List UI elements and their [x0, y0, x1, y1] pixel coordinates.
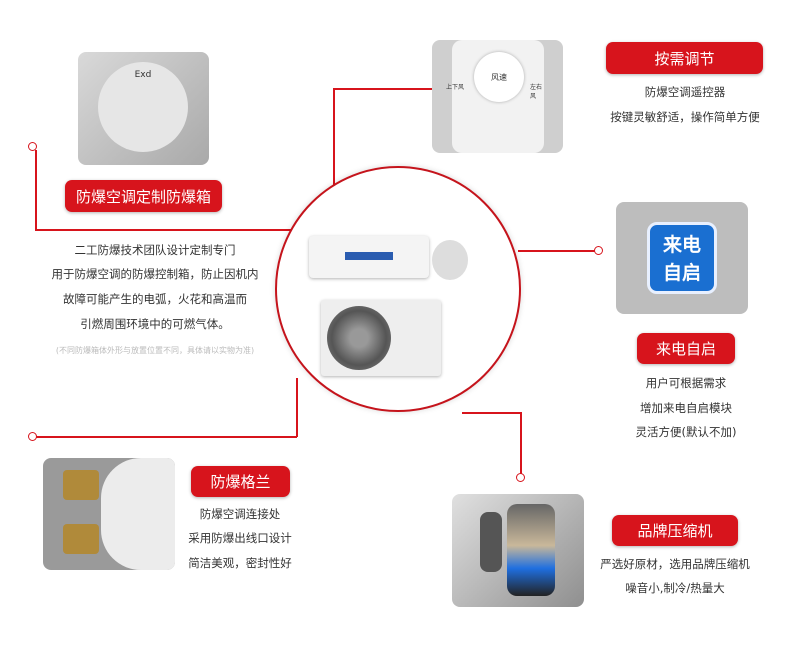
- connector-line: [518, 250, 596, 252]
- box-label: 防爆空调定制防爆箱: [65, 180, 222, 212]
- remote-left-key: 上下风: [446, 84, 465, 91]
- connector-line: [35, 436, 297, 438]
- gland-label: 防爆格兰: [191, 466, 290, 497]
- gland-image: [43, 458, 175, 570]
- box-desc-2: 用于防爆空调的防爆控制箱，防止因机内: [51, 267, 259, 281]
- connector-line: [333, 88, 433, 90]
- box-desc-3: 故障可能产生的电弧，火花和高温而: [63, 292, 247, 306]
- gland-desc-3: 简洁美观，密封性好: [188, 556, 292, 570]
- connector-line: [520, 412, 522, 474]
- remote-desc-2: 按键灵敏舒适，操作简单方便: [610, 110, 760, 124]
- box-desc-4: 引燃周围环境中的可燃气体。: [80, 317, 230, 331]
- autostart-icon-text: 来电: [662, 234, 701, 256]
- remote-image: 风速 上下风 左右风: [432, 40, 563, 153]
- autostart-label: 来电自启: [637, 333, 735, 364]
- indoor-unit-image: [309, 236, 429, 278]
- remote-center-key: 风速: [474, 52, 524, 102]
- compressor-desc-2: 噪音小,制冷/热量大: [625, 581, 725, 595]
- connector-line: [296, 378, 298, 437]
- remote-label: 按需调节: [606, 42, 763, 74]
- connector-line: [333, 88, 335, 200]
- connector-line: [462, 412, 520, 414]
- connector-dot: [594, 246, 603, 255]
- remote-right-key: 左右风: [530, 84, 543, 100]
- outdoor-unit-image: [321, 300, 441, 376]
- compressor-label: 品牌压缩机: [612, 515, 738, 546]
- remote-desc-1: 防爆空调遥控器: [644, 85, 726, 99]
- autostart-image: 来电 自启: [616, 202, 748, 314]
- autostart-icon: 来电 自启: [647, 222, 717, 294]
- connector-dot: [516, 473, 525, 482]
- connector-line: [35, 229, 300, 231]
- explosion-proof-box-image: Exd: [78, 52, 209, 165]
- product-circle: [275, 166, 521, 412]
- autostart-desc-2: 增加来电自启模块: [640, 401, 732, 415]
- box-image-text: Exd: [98, 62, 188, 152]
- control-box-image: [432, 240, 468, 280]
- autostart-desc-1: 用户可根据需求: [645, 376, 727, 390]
- gland-desc-1: 防爆空调连接处: [199, 507, 281, 521]
- box-note: (不同防爆箱体外形与放置位置不同，具体请以实物为准): [55, 346, 255, 355]
- autostart-icon-text: 自启: [662, 262, 701, 284]
- compressor-desc-1: 严选好原材，选用品牌压缩机: [600, 557, 750, 571]
- connector-dot: [28, 432, 37, 441]
- connector-dot: [28, 142, 37, 151]
- gland-desc-2: 采用防爆出线口设计: [188, 531, 292, 545]
- connector-line: [35, 150, 37, 230]
- compressor-image: [452, 494, 584, 607]
- autostart-desc-3: 灵活方便(默认不加): [635, 425, 737, 439]
- box-desc-1: 二工防爆技术团队设计定制专门: [74, 243, 236, 257]
